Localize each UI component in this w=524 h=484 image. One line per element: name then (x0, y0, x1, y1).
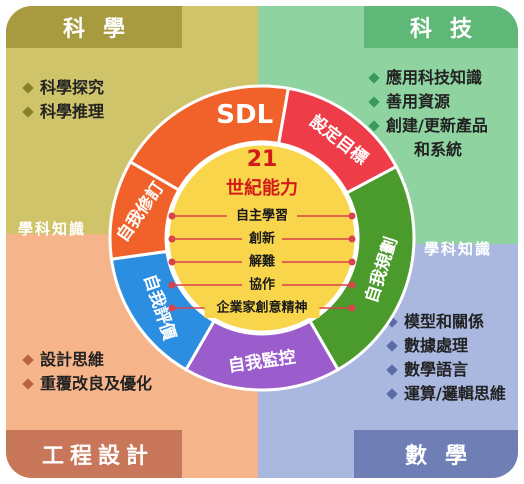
list-item-continuation: 和系統 (414, 140, 463, 159)
sdl-label: SDL (216, 100, 273, 130)
center-title: 世紀能力 (226, 177, 298, 199)
list-item: 設計思維 (20, 348, 152, 372)
technology-title: 科技 (364, 6, 518, 48)
skill-dot (348, 304, 356, 312)
skill-dot (348, 258, 356, 266)
skill-dot (168, 304, 176, 312)
skill-item: 自主學習 (236, 208, 288, 224)
skill-item: 解難 (248, 254, 275, 270)
skill-dot (348, 281, 356, 289)
skill-label-bg (242, 252, 282, 272)
engineering-title: 工程設計 (6, 430, 182, 478)
list-item: 運算/邏輯思維 (384, 382, 506, 406)
skill-dot (168, 281, 176, 289)
subject-knowledge-label-left: 學科知識 (18, 220, 87, 238)
self-revision-segment (108, 159, 181, 261)
technology-list: 應用科技知識 善用資源 創建/更新產品 和系統 (366, 66, 488, 162)
skill-dot (168, 258, 176, 266)
subject-knowledge-label-right: 學科知識 (424, 240, 493, 258)
skill-item: 企業家創意精神 (215, 300, 307, 316)
list-item: 數學語言 (384, 358, 506, 382)
skill-dot (348, 235, 356, 243)
skill-dot (168, 235, 176, 243)
center-number: 21 (247, 147, 278, 172)
list-item: 科學推理 (20, 100, 104, 124)
mathematics-list: 模型和關係 數據處理 數學語言 運算/邏輯思維 (384, 310, 506, 406)
list-item: 數據處理 (384, 334, 506, 358)
skill-label-bg (242, 229, 282, 249)
list-item: 應用科技知識 (366, 66, 488, 90)
skill-label-bg (227, 206, 297, 226)
skill-label-bg (204, 298, 320, 318)
skill-dot (168, 212, 176, 220)
science-title: 科學 (6, 6, 182, 48)
science-list: 科學探究 科學推理 (20, 76, 104, 124)
skill-dot (348, 212, 356, 220)
list-item: 模型和關係 (384, 310, 506, 334)
mathematics-title: 數學 (354, 430, 518, 478)
skill-item: 創新 (248, 231, 275, 247)
engineering-list: 設計思維 重覆改良及優化 (20, 348, 152, 396)
skill-label-bg (242, 275, 282, 295)
list-item: 科學探究 (20, 76, 104, 100)
list-item: 善用資源 (366, 90, 488, 114)
skill-item: 協作 (249, 277, 275, 293)
list-item: 重覆改良及優化 (20, 372, 152, 396)
list-item: 創建/更新產品 (366, 114, 488, 138)
